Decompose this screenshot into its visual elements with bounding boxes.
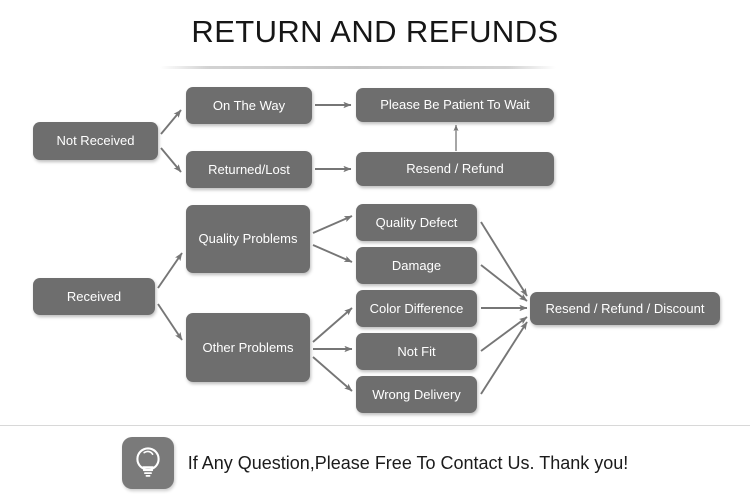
lightbulb-glyph	[136, 447, 160, 477]
footer-divider	[0, 425, 750, 426]
node-other-problems[interactable]: Other Problems	[186, 313, 310, 382]
connector-not-received-returned-lost	[160, 147, 182, 173]
node-returned-lost[interactable]: Returned/Lost	[186, 151, 312, 188]
node-received[interactable]: Received	[33, 278, 155, 315]
footer: If Any Question,Please Free To Contact U…	[0, 426, 750, 500]
node-quality-defect[interactable]: Quality Defect	[356, 204, 477, 241]
connector-not-received-on-the-way	[160, 109, 182, 135]
node-damage[interactable]: Damage	[356, 247, 477, 284]
footer-message: If Any Question,Please Free To Contact U…	[187, 452, 629, 473]
node-resend-refund[interactable]: Resend / Refund	[356, 152, 554, 186]
page-title: RETURN AND REFUNDS	[191, 14, 559, 49]
node-resend-refund-discount[interactable]: Resend / Refund / Discount	[530, 292, 720, 325]
node-not-received[interactable]: Not Received	[33, 122, 158, 160]
connector-wrong-delivery-final	[480, 321, 528, 395]
connector-quality-problems-damage	[312, 244, 353, 263]
node-not-fit[interactable]: Not Fit	[356, 333, 477, 370]
connector-quality-problems-quality-defect	[312, 215, 353, 234]
connector-received-other-problems	[157, 303, 183, 341]
connector-damage-final	[480, 264, 528, 302]
node-color-difference[interactable]: Color Difference	[356, 290, 477, 327]
title-divider	[160, 66, 556, 69]
node-please-be-patient-to-wait[interactable]: Please Be Patient To Wait	[356, 88, 554, 122]
node-quality-problems[interactable]: Quality Problems	[186, 205, 310, 273]
lightbulb-icon	[121, 437, 174, 489]
connector-not-fit-final	[480, 316, 528, 352]
node-wrong-delivery[interactable]: Wrong Delivery	[356, 376, 477, 413]
connector-other-problems-wrong-delivery	[312, 356, 353, 392]
connector-quality-defect-final	[480, 221, 528, 297]
connector-received-quality-problems	[157, 252, 183, 289]
node-on-the-way[interactable]: On The Way	[186, 87, 312, 124]
connector-other-problems-color-difference	[312, 307, 353, 343]
